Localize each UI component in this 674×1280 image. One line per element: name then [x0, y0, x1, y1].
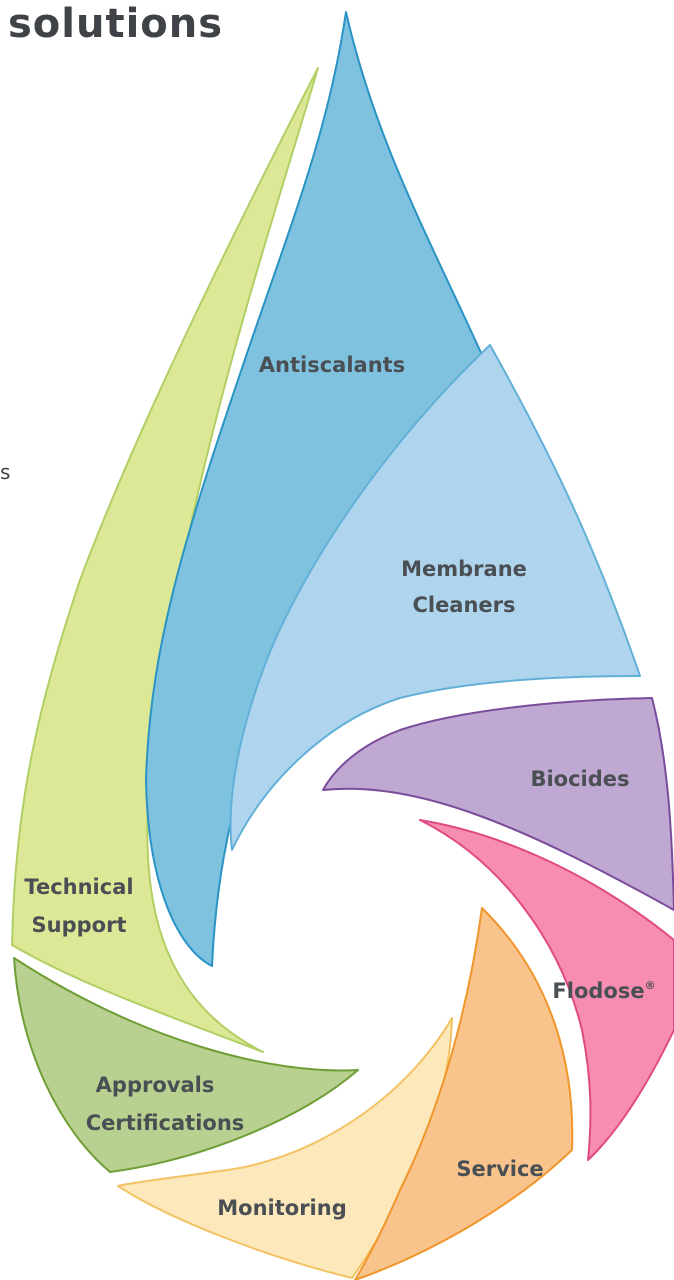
label-technical-line1: Technical — [24, 875, 133, 899]
label-service: Service — [456, 1157, 543, 1181]
label-approvals-line2: Certifications — [86, 1111, 245, 1135]
segment-biocides[interactable] — [322, 697, 674, 911]
page-heading: solutions — [8, 1, 224, 47]
label-flodose-mark: ® — [645, 979, 656, 992]
segment-membrane-cleaners[interactable] — [229, 344, 641, 851]
segment-technical-support[interactable] — [11, 67, 319, 1053]
segment-service[interactable] — [354, 907, 574, 1280]
label-flodose-text: Flodose — [552, 979, 644, 1003]
segment-antiscalants[interactable] — [145, 11, 483, 967]
label-technical-line2: Support — [32, 913, 127, 937]
label-membrane-line1: Membrane — [401, 557, 527, 581]
label-flodose: Flodose® — [552, 979, 655, 1003]
label-biocides: Biocides — [530, 767, 629, 791]
label-antiscalants: Antiscalants — [259, 353, 405, 377]
label-approvals-line1: Approvals — [96, 1073, 215, 1097]
segment-approvals[interactable] — [13, 957, 359, 1173]
cropped-text-fragment: s — [0, 460, 11, 484]
label-membrane-line2: Cleaners — [412, 593, 515, 617]
label-monitoring: Monitoring — [217, 1196, 346, 1220]
segment-flodose[interactable] — [419, 819, 674, 1161]
